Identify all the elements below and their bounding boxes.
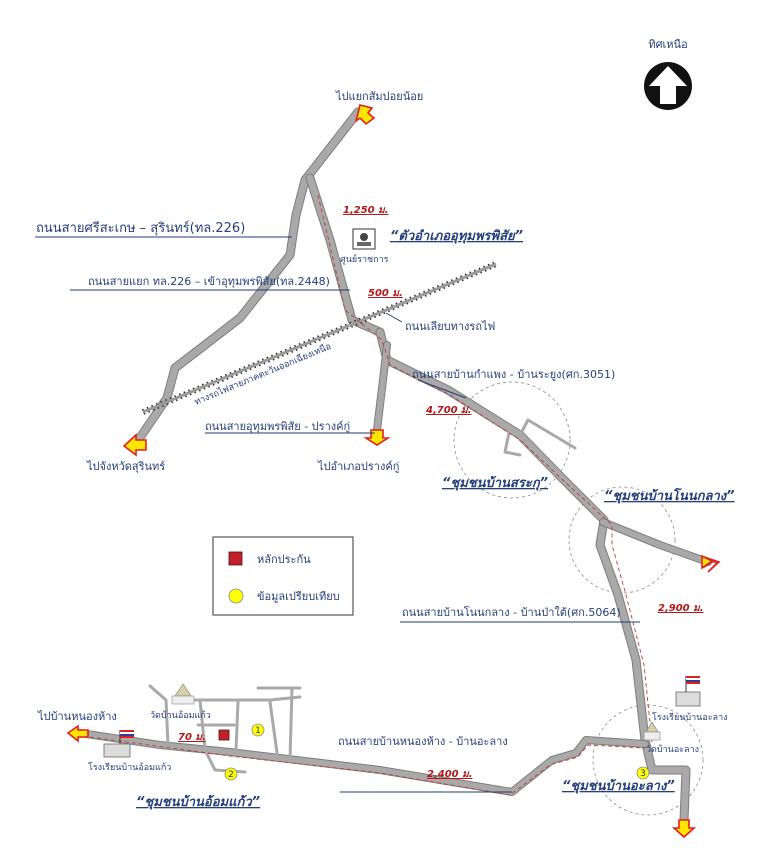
north-label: ทิศเหนือ xyxy=(648,38,687,51)
school-alang-label: โรงเรียนบ้านอะลาง xyxy=(652,712,728,723)
community-nonklang-label: “ชุมชนบ้านโนนกลาง” xyxy=(604,487,735,504)
svg-text:2: 2 xyxy=(228,770,234,780)
community-circle-nonklang xyxy=(568,486,676,594)
road-network xyxy=(76,107,712,825)
arrow-to-samyaek-icon xyxy=(354,104,376,126)
comparable-marker-1: 1 xyxy=(251,723,265,737)
legend-pin-swatch xyxy=(228,551,243,566)
distance-4700: 4,700 ม. xyxy=(425,405,472,416)
school-om-kaeo-icon xyxy=(103,730,134,758)
distance-2900: 2,900 ม. xyxy=(658,603,704,614)
dest-surin: ไปจังหวัดสุรินทร์ xyxy=(86,460,165,473)
road-label-uthumphon-prangku: ถนนสายอุทุมพรพิสัย - ปรางค์กู่ xyxy=(205,420,350,433)
road-label-sisaket-surin: ถนนสายศรีสะเกษ – สุรินทร์(ทล.226) xyxy=(36,220,245,236)
svg-text:1: 1 xyxy=(255,726,261,736)
collateral-pin xyxy=(218,729,230,741)
temple-om-kaeo-label: วัดบ้านอ้อมแก้ว xyxy=(150,710,211,721)
dest-prangku: ไปอำเภอปรางค์กู่ xyxy=(317,460,399,473)
temple-om-kaeo-icon xyxy=(171,683,195,705)
arrow-to-nonghang-icon xyxy=(66,724,89,743)
svg-text:3: 3 xyxy=(640,769,646,779)
temple-alang-icon xyxy=(643,721,661,741)
temple-alang-label: วัดบ้านอะลาง xyxy=(646,744,699,755)
legend: หลักประกัน ข้อมูลเปรียบเทียบ xyxy=(212,536,354,616)
arrow-east-2-icon xyxy=(701,554,714,570)
distance-70: 70 ม. xyxy=(178,732,206,743)
legend-comparable-label: ข้อมูลเปรียบเทียบ xyxy=(257,590,340,603)
school-alang-icon xyxy=(675,676,701,707)
community-circle-sarakup xyxy=(453,381,571,499)
arrow-to-prangku-icon xyxy=(363,429,391,446)
road-label-kamphaeng-rayung: ถนนสายบ้านกำแพง - บ้านระยูง(ศก.3051) xyxy=(412,368,615,381)
railway-label: ทางรถไฟสายภาคตะวันออกเฉียงเหนือ xyxy=(193,341,333,408)
distance-1250: 1,250 ม. xyxy=(343,205,389,216)
dest-samyaek: ไปแยกสัมปอยน้อย xyxy=(335,90,423,103)
school-om-kaeo-label: โรงเรียนบ้านอ้อมแก้ว xyxy=(88,762,171,773)
community-om-kaeo-label: “ชุมชนบ้านอ้อมแก้ว” xyxy=(136,794,260,810)
route-dashes xyxy=(89,194,653,796)
arrow-to-surin-icon xyxy=(122,433,147,457)
north-indicator: ทิศเหนือ xyxy=(644,38,692,110)
distance-2400: 2,400 ม. xyxy=(427,769,473,780)
community-alang-label: “ชุมชนบ้านอะลาง” xyxy=(562,778,675,794)
railway xyxy=(141,261,498,415)
road-label-nonklang-patai: ถนนสายบ้านโนนกลาง - บ้านป่าใต้(ศก.5064) xyxy=(402,605,621,619)
road-label-railway-side: ถนนเลียบทางรถไฟ xyxy=(405,320,495,333)
district-label: “ตัวอำเภออุทุมพรพิสัย” xyxy=(390,229,523,244)
direction-arrows xyxy=(66,104,721,839)
road-label-junction-2448: ถนนสายแยก ทล.226 – เข้าอุทุมพรพิสัย(ทล.2… xyxy=(88,275,330,288)
leader-lines xyxy=(35,236,640,793)
arrow-south-icon xyxy=(671,819,697,839)
gov-center-icon xyxy=(352,228,376,250)
road-label-nonghang-alang: ถนนสายบ้านหนองห้าง - บ้านอะลาง xyxy=(338,735,508,748)
legend-comparable-swatch xyxy=(228,588,244,604)
distance-500: 500 ม. xyxy=(368,288,403,299)
dest-nonghang: ไปบ้านหนองห้าง xyxy=(37,710,117,723)
legend-pin-label: หลักประกัน xyxy=(257,553,311,566)
comparable-marker-3: 3 xyxy=(636,766,650,780)
community-sarakup-label: “ชุมชนบ้านสระกุ” xyxy=(442,475,548,491)
comparable-marker-2: 2 xyxy=(224,767,238,781)
gov-center-label: ศูนย์ราชการ xyxy=(340,253,389,265)
